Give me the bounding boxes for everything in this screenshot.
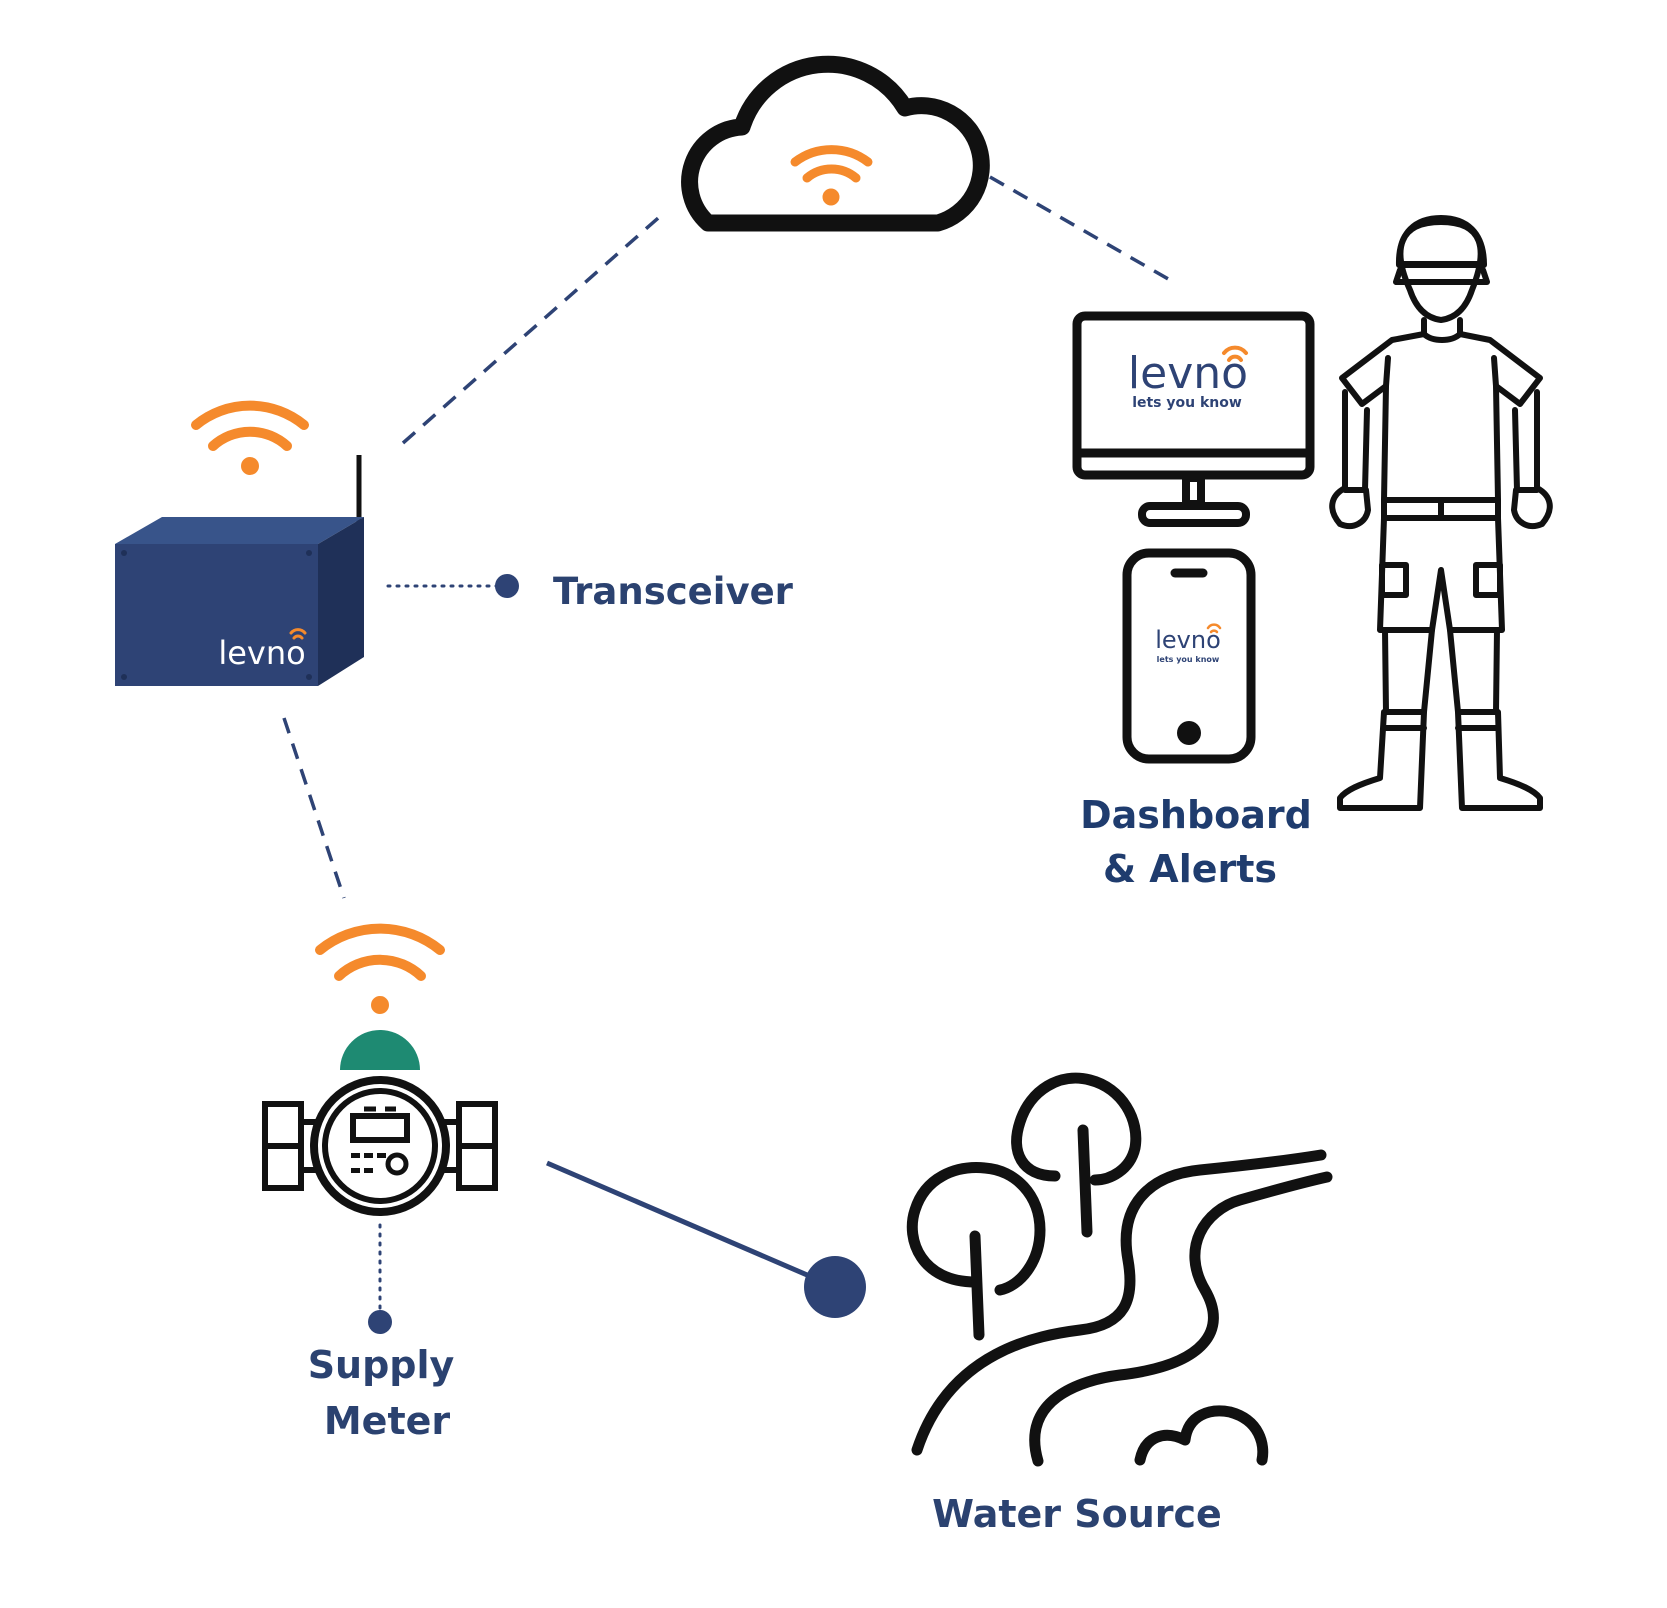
supply-label-line2: Meter — [324, 1399, 451, 1443]
connections — [282, 175, 1171, 1334]
link-meter-water — [546, 1160, 836, 1290]
sensor-dome — [340, 1030, 420, 1070]
box-logo: levno — [218, 634, 305, 672]
wifi-icon — [790, 145, 873, 206]
transceiver-box-icon: levno — [115, 400, 364, 686]
tree-right — [1011, 1072, 1142, 1186]
river-bank-lower — [1029, 1171, 1333, 1467]
phone-icon: levno lets you know — [1122, 548, 1256, 764]
water-connection-dot — [804, 1256, 866, 1318]
supply-label-line1: Supply — [308, 1343, 455, 1387]
wifi-icon — [191, 400, 309, 475]
tree-left — [906, 1162, 1046, 1296]
monitor-logo: levno — [1128, 348, 1248, 399]
bush — [1134, 1405, 1269, 1466]
link-transceiver-cloud — [401, 210, 667, 445]
river-bank-upper — [911, 1149, 1327, 1456]
phone-logo: levno — [1155, 626, 1221, 654]
link-cloud-dashboard — [989, 175, 1171, 282]
dashboard-label-line2: & Alerts — [1103, 847, 1277, 891]
dashboard-label-line1: Dashboard — [1080, 793, 1312, 837]
meter-label-dot — [368, 1310, 392, 1334]
monitor-icon: levno lets you know — [1072, 311, 1315, 527]
transceiver-label-dot — [495, 574, 519, 598]
monitor-tagline: lets you know — [1132, 395, 1242, 411]
water-source-label: Water Source — [932, 1492, 1222, 1536]
link-transceiver-meter — [282, 717, 346, 899]
cloud-icon — [681, 55, 990, 232]
wifi-icon — [315, 923, 445, 1014]
transceiver-label: Transceiver — [553, 570, 794, 613]
water-source-icon — [906, 1072, 1333, 1467]
phone-tagline: lets you know — [1157, 655, 1220, 664]
water-meter-icon — [262, 923, 498, 1216]
farmer-icon — [1329, 215, 1553, 811]
